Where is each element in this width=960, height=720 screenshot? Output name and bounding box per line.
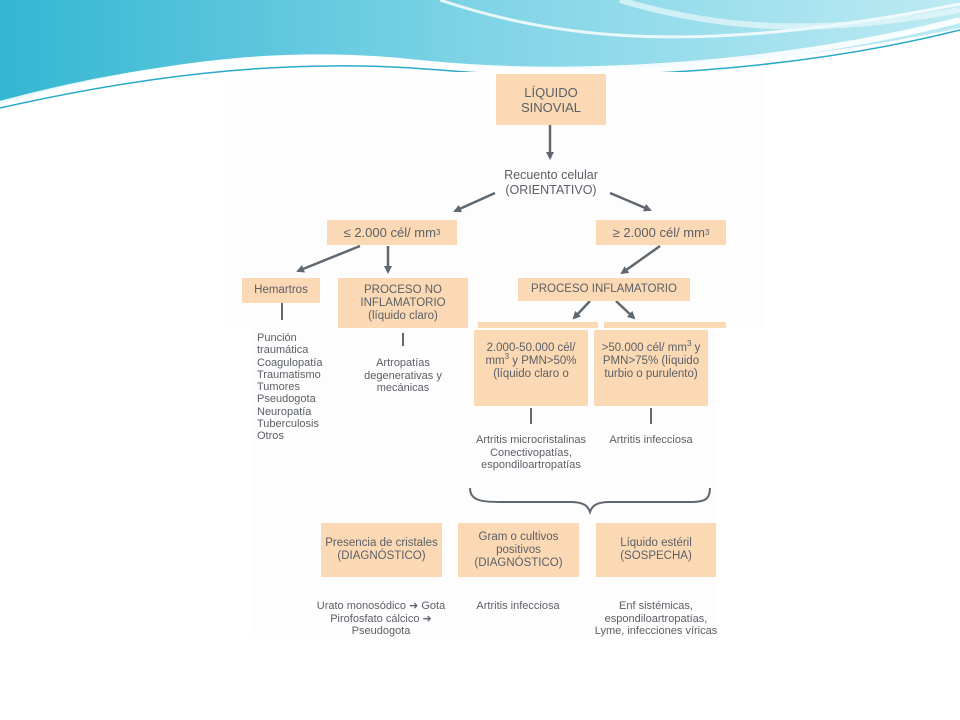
mid-range-node: 2.000-50.000 cél/ mm3 y PMN>50% (líquido…: [474, 330, 588, 406]
no-inflam-label: PROCESO NO INFLAMATORIO (líquido claro): [360, 283, 446, 322]
high-range-a: >50.000 cél/ mm: [601, 342, 687, 354]
high-count-label: ≥ 2.000 cél/ mm: [612, 225, 705, 240]
sterile-label: Líquido estéril (SOSPECHA): [620, 537, 692, 562]
mid-causes: Artritis microcristalinas Conectivopatía…: [475, 434, 586, 471]
inflam-node: PROCESO INFLAMATORIO: [518, 278, 690, 301]
cause-item: Pseudogota: [257, 393, 316, 406]
cause-item: Punción traumática: [257, 332, 309, 357]
no-inflam-node: PROCESO NO INFLAMATORIO (líquido claro): [338, 278, 468, 328]
sterile-result: Enf sistémicas, espondiloartropatías, Ly…: [594, 600, 718, 637]
hemartros-label: Hemartros: [254, 284, 308, 296]
cause-item: Neuropatía: [257, 405, 312, 418]
mid-range-a: 2.000-50.000 cél/ mm: [485, 342, 576, 367]
root-node-label: LÍQUIDO SINOVIAL: [521, 84, 581, 115]
hemartros-node: Hemartros: [242, 278, 320, 303]
header-wave-decoration: [0, 0, 960, 109]
root-node: LÍQUIDO SINOVIAL: [496, 74, 606, 125]
crystals-results: Urato monosódico ➜ Gota Pirofosfato cálc…: [314, 600, 448, 638]
gram-node: Gram o cultivos positivos (DIAGNÓSTICO): [458, 523, 579, 577]
cause-item: Tuberculosis: [257, 418, 319, 431]
sterile-node: Líquido estéril (SOSPECHA): [596, 523, 716, 577]
arrow-right-icon: ➜: [409, 600, 419, 612]
gram-label: Gram o cultivos positivos (DIAGNÓSTICO): [474, 530, 563, 569]
count-node: Recuento celular (ORIENTATIVO): [495, 168, 607, 198]
high-range-node: >50.000 cél/ mm3 y PMN>75% (líquido turb…: [594, 330, 708, 406]
mid-range-b: y PMN>50% (líquido claro o: [493, 355, 577, 380]
cause-item: Tumores: [257, 381, 300, 394]
cause-item: Otros: [257, 430, 284, 443]
low-count-label: ≤ 2.000 cél/ mm: [343, 225, 436, 240]
high-causes: Artritis infecciosa: [609, 434, 693, 446]
no-inflam-causes: Artropatías degenerativas y mecánicas: [364, 357, 442, 394]
high-range-b: y PMN>75% (líquido turbio o purulento): [602, 342, 701, 380]
hemartros-causes: Punción traumática Coagulopatía Traumati…: [257, 332, 337, 443]
crystals-label: Presencia de cristales (DIAGNÓSTICO): [325, 537, 438, 562]
inflam-label: PROCESO INFLAMATORIO: [531, 283, 677, 295]
gram-result: Artritis infecciosa: [476, 600, 560, 612]
count-node-label: Recuento celular (ORIENTATIVO): [504, 168, 598, 197]
crystal-row: Pirofosfato cálcico ➜: [330, 612, 432, 625]
crystal-row: Urato monosódico ➜ Gota: [316, 600, 446, 612]
arrow-right-icon: ➜: [422, 612, 432, 625]
cause-item: Traumatismo: [257, 368, 321, 381]
crystal-row: Pseudogota: [351, 625, 411, 637]
crystals-node: Presencia de cristales (DIAGNÓSTICO): [321, 523, 442, 577]
cause-item: Coagulopatía: [257, 356, 323, 369]
